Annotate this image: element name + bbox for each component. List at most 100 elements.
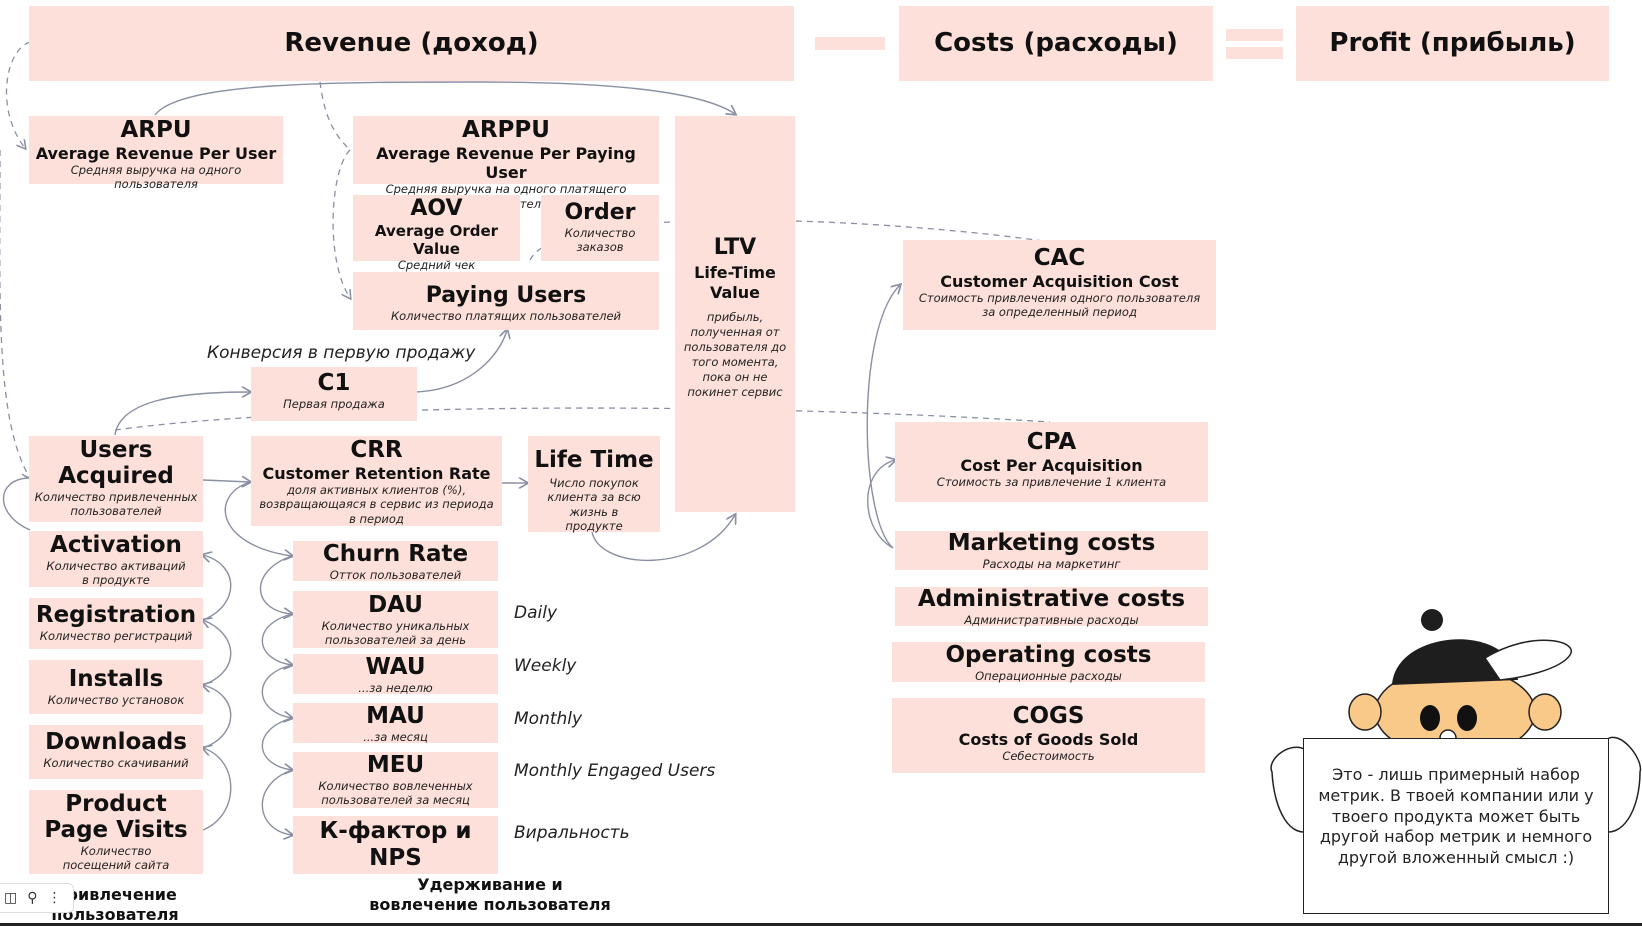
ltv-desc: прибыль, полученная от пользователя до т… bbox=[683, 310, 787, 399]
equals-sign-top bbox=[1226, 29, 1283, 41]
installs-box: Installs Количество установок bbox=[29, 660, 203, 714]
order-title: Order bbox=[564, 200, 636, 225]
ltv-box: LTV Life-Time Value прибыль, полученная … bbox=[675, 116, 795, 512]
churn-rate-title: Churn Rate bbox=[322, 541, 469, 567]
paying-users-desc: Количество платящих пользователей bbox=[390, 308, 622, 323]
bottom-border bbox=[0, 923, 1642, 926]
marketing-costs-title: Marketing costs bbox=[947, 530, 1156, 556]
administrative-costs-title: Administrative costs bbox=[917, 586, 1186, 612]
users-acquired-desc: Количество привлеченных пользователей bbox=[34, 489, 198, 518]
meu-label: Monthly Engaged Users bbox=[514, 761, 716, 781]
profit-title: Profit (прибыль) bbox=[1329, 27, 1576, 58]
k-factor-title: К-фактор и NPS bbox=[319, 818, 472, 872]
activation-title: Activation bbox=[50, 532, 182, 558]
profit-box: Profit (прибыль) bbox=[1296, 6, 1609, 81]
more-icon[interactable]: ⋮ bbox=[47, 890, 62, 906]
cac-desc: Стоимость привлечения одного пользовател… bbox=[918, 290, 1201, 320]
k-factor-label: Виральность bbox=[514, 823, 630, 843]
wau-desc: ...за неделю bbox=[358, 680, 433, 695]
arpu-desc: Средняя выручка на одного пользователя bbox=[70, 162, 242, 192]
installs-title: Installs bbox=[68, 666, 164, 692]
cpa-sub: Cost Per Acquisition bbox=[960, 455, 1143, 475]
costs-box: Costs (расходы) bbox=[899, 6, 1213, 81]
mau-box: MAU ...за месяц bbox=[293, 703, 498, 744]
meu-box: MEU Количество вовлеченных пользователей… bbox=[293, 752, 498, 808]
aov-desc: Средний чек bbox=[397, 257, 476, 272]
registration-title: Registration bbox=[35, 602, 197, 628]
operating-costs-desc: Операционные расходы bbox=[975, 668, 1122, 683]
meu-desc: Количество вовлеченных пользователей за … bbox=[318, 778, 473, 808]
cogs-desc: Себестоимость bbox=[1002, 748, 1095, 763]
cogs-box: COGS Costs of Goods Sold Себестоимость bbox=[892, 698, 1205, 773]
users-acquired-box: Users Acquired Количество привлеченных п… bbox=[29, 436, 203, 522]
product-page-visits-desc: Количество посещений сайта bbox=[62, 843, 170, 872]
marketing-costs-desc: Расходы на маркетинг bbox=[982, 556, 1121, 571]
arppu-sub: Average Revenue Per Paying User bbox=[376, 143, 636, 182]
aov-box: AOV Average Order Value Средний чек bbox=[353, 195, 520, 272]
c1-title: C1 bbox=[317, 370, 351, 396]
mau-title: MAU bbox=[366, 703, 425, 729]
acquisition-caption: Привлечение пользователя bbox=[51, 885, 179, 924]
life-time-desc: Число покупок клиента за всю жизнь в про… bbox=[547, 475, 641, 533]
downloads-box: Downloads Количество скачиваний bbox=[29, 725, 203, 779]
cac-sub: Customer Acquisition Cost bbox=[940, 271, 1179, 291]
downloads-desc: Количество скачиваний bbox=[43, 755, 189, 770]
note-text: Это - лишь примерный набор метрик. В тво… bbox=[1318, 765, 1594, 868]
cac-box: CAC Customer Acquisition Cost Стоимость … bbox=[903, 240, 1216, 330]
marketing-costs-box: Marketing costs Расходы на маркетинг bbox=[895, 530, 1208, 571]
mau-desc: ...за месяц bbox=[363, 729, 428, 744]
product-page-visits-box: Product Page Visits Количество посещений… bbox=[29, 790, 203, 874]
users-acquired-title: Users Acquired bbox=[58, 437, 174, 489]
crr-sub: Customer Retention Rate bbox=[262, 463, 491, 483]
registration-desc: Количество регистраций bbox=[39, 628, 193, 643]
mascot-illustration bbox=[1270, 609, 1642, 833]
operating-costs-title: Operating costs bbox=[945, 642, 1152, 668]
churn-rate-box: Churn Rate Отток пользователей bbox=[293, 541, 498, 582]
crr-desc: доля активных клиентов (%), возвращающая… bbox=[259, 482, 494, 526]
life-time-box: Life Time Число покупок клиента за всю ж… bbox=[528, 436, 660, 533]
cac-title: CAC bbox=[1033, 245, 1086, 271]
revenue-box: Revenue (доход) bbox=[29, 6, 794, 81]
k-factor-box: К-фактор и NPS bbox=[293, 816, 498, 874]
cogs-sub: Costs of Goods Sold bbox=[958, 729, 1139, 749]
operating-costs-box: Operating costs Операционные расходы bbox=[892, 642, 1205, 683]
activation-desc: Количество активаций в продукте bbox=[46, 558, 186, 588]
wau-box: WAU ...за неделю bbox=[293, 654, 498, 695]
arppu-title: ARPPU bbox=[462, 117, 550, 143]
cogs-title: COGS bbox=[1012, 703, 1085, 729]
ltv-sub: Life-Time Value bbox=[694, 262, 776, 303]
order-box: Order Количество заказов bbox=[541, 195, 659, 261]
revenue-title: Revenue (доход) bbox=[284, 27, 539, 58]
arpu-sub: Average Revenue Per User bbox=[35, 143, 277, 163]
life-time-title: Life Time bbox=[534, 447, 654, 473]
order-desc: Количество заказов bbox=[564, 225, 636, 254]
dau-title: DAU bbox=[368, 592, 423, 618]
ltv-title: LTV bbox=[713, 235, 757, 260]
search-icon[interactable]: ⚲ bbox=[27, 890, 38, 906]
c1-desc: Первая продажа bbox=[283, 396, 385, 411]
cpa-title: CPA bbox=[1026, 429, 1077, 455]
administrative-costs-box: Administrative costs Административные ра… bbox=[895, 586, 1208, 627]
wau-label: Weekly bbox=[514, 656, 577, 676]
dau-label: Daily bbox=[514, 603, 558, 623]
administrative-costs-desc: Административные расходы bbox=[964, 612, 1139, 627]
installs-desc: Количество установок bbox=[47, 692, 185, 707]
arpu-box: ARPU Average Revenue Per User Средняя вы… bbox=[29, 116, 283, 191]
retention-caption: Удерживание и вовлечение пользователя bbox=[369, 875, 611, 914]
downloads-title: Downloads bbox=[45, 729, 187, 755]
arppu-box: ARPPU Average Revenue Per Paying User Ср… bbox=[353, 116, 659, 211]
paying-users-box: Paying Users Количество платящих пользов… bbox=[353, 272, 659, 330]
mau-label: Monthly bbox=[514, 709, 583, 729]
wau-title: WAU bbox=[365, 654, 426, 680]
registration-box: Registration Количество регистраций bbox=[29, 598, 203, 649]
product-page-visits-title: Product Page Visits bbox=[44, 791, 188, 843]
bookmark-icon[interactable]: ◫ bbox=[4, 890, 18, 906]
churn-rate-desc: Отток пользователей bbox=[329, 567, 462, 582]
crr-box: CRR Customer Retention Rate доля активны… bbox=[251, 436, 502, 526]
meu-title: MEU bbox=[366, 752, 425, 778]
activation-box: Activation Количество активаций в продук… bbox=[29, 531, 203, 587]
costs-title: Costs (расходы) bbox=[934, 27, 1178, 58]
dau-desc: Количество уникальных пользователей за д… bbox=[321, 618, 470, 648]
floating-toolbar: ◫ ⚲ ⋮ bbox=[0, 883, 74, 913]
equals-sign-bottom bbox=[1226, 47, 1283, 59]
